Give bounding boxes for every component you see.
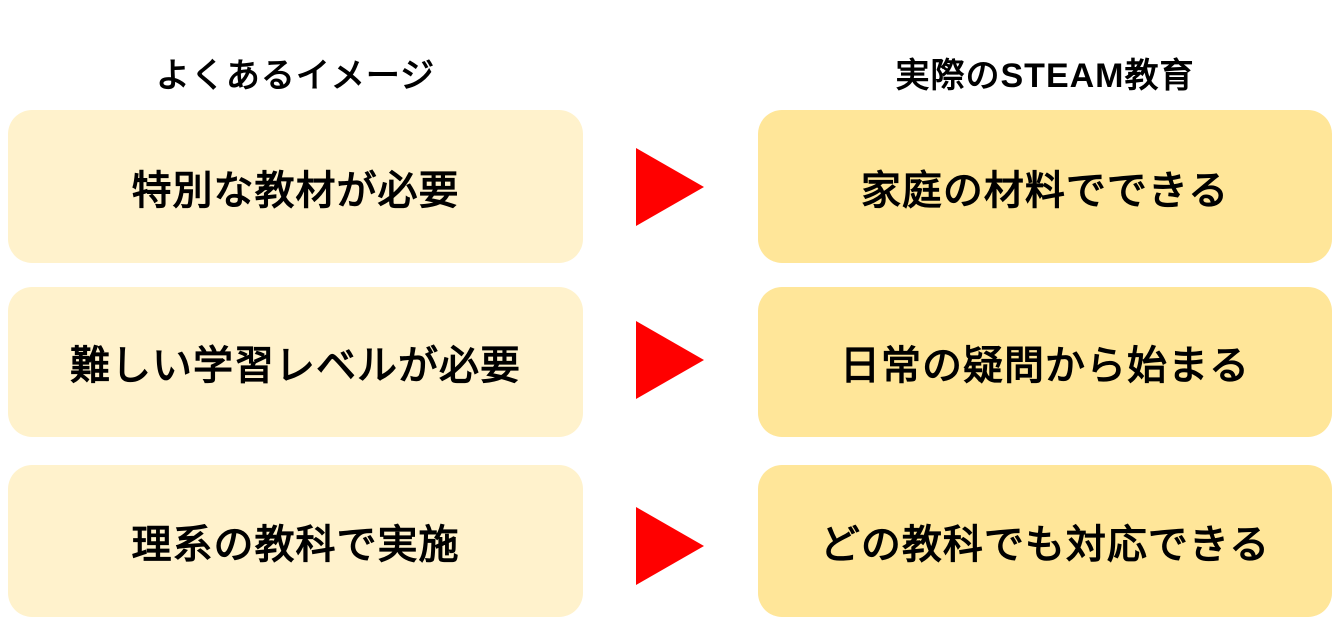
- reality-box-3: どの教科でも対応できる: [758, 465, 1332, 617]
- right-arrow-icon: [636, 507, 704, 585]
- column-header-common-image: よくあるイメージ: [155, 56, 436, 95]
- misconception-box-1: 特別な教材が必要: [8, 110, 583, 263]
- reality-box-2: 日常の疑問から始まる: [758, 287, 1332, 437]
- misconception-box-2: 難しい学習レベルが必要: [8, 287, 583, 437]
- right-arrow-icon: [636, 321, 704, 399]
- reality-box-1: 家庭の材料でできる: [758, 110, 1332, 263]
- misconception-box-3: 理系の教科で実施: [8, 465, 583, 617]
- right-arrow-icon: [636, 148, 704, 226]
- column-header-actual-steam: 実際のSTEAM教育: [895, 56, 1195, 95]
